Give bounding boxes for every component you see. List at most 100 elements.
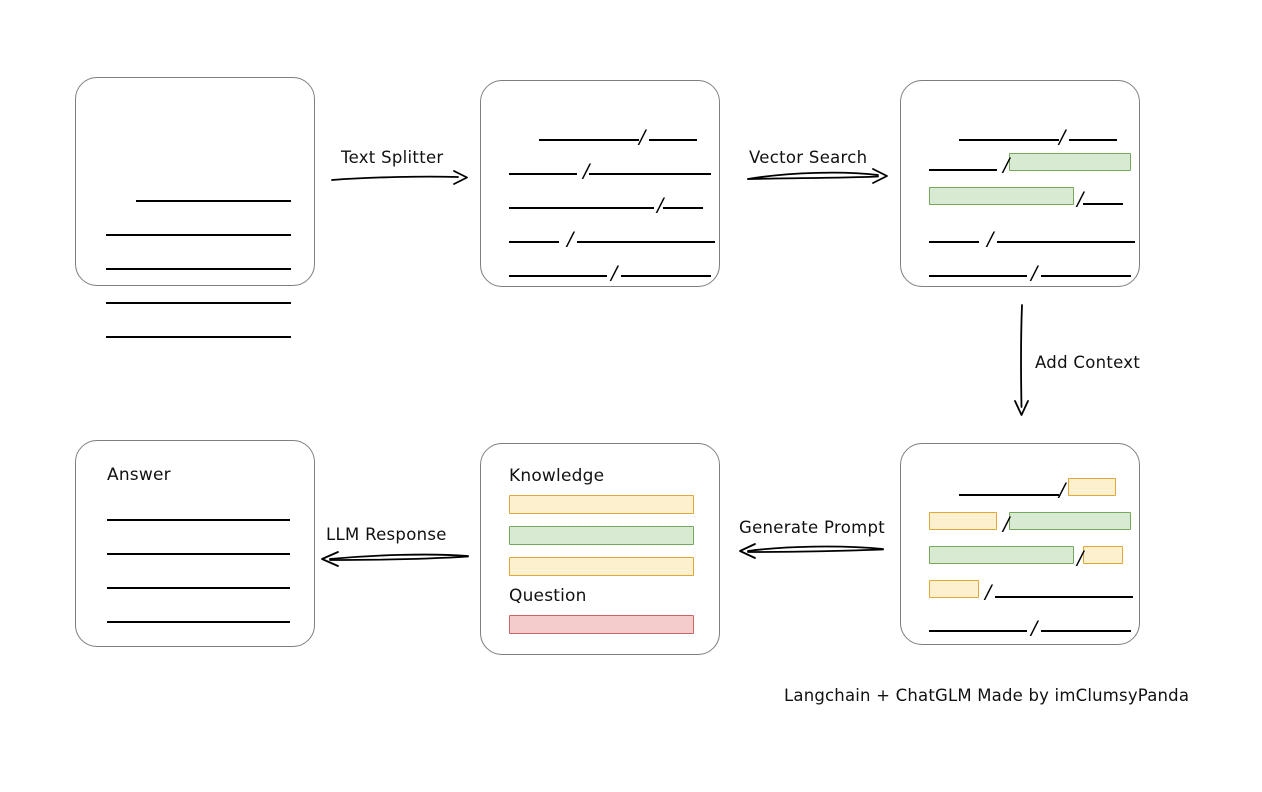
chunk-separator-slash: / — [1003, 513, 1010, 535]
knowledge-bar — [509, 557, 694, 576]
context-chunk-highlight — [1083, 546, 1124, 564]
text-line-row: / — [901, 149, 1139, 175]
chunk-separator-slash: / — [657, 194, 664, 216]
knowledge-bar — [509, 495, 694, 514]
text-line-segment — [577, 241, 716, 243]
text-line-segment — [1041, 275, 1132, 277]
text-line-segment — [106, 302, 291, 304]
arrow-vector-search — [747, 168, 888, 184]
chunk-separator-slash: / — [1077, 188, 1084, 210]
text-line-row — [76, 218, 314, 236]
arrow-llm-response — [321, 551, 469, 567]
matched-chunk-highlight — [929, 187, 1074, 205]
text-line-segment — [509, 207, 654, 209]
chunk-separator-slash: / — [1031, 262, 1038, 284]
chunk-separator-slash: / — [985, 581, 992, 603]
context-added-lines: / / / / — [901, 444, 1139, 644]
split-chunks-lines: / / / / — [481, 81, 719, 286]
knowledge-bar — [509, 526, 694, 545]
text-line-row: / — [901, 542, 1139, 568]
text-line-segment — [509, 241, 559, 243]
matched-chunk-highlight — [1009, 153, 1132, 171]
footer-attribution: Langchain + ChatGLM Made by imClumsyPand… — [784, 686, 1190, 705]
answer-line — [107, 621, 290, 623]
arrow-label-llm-response: LLM Response — [326, 525, 447, 544]
card-prompt[interactable]: Knowledge Question — [480, 443, 720, 655]
text-line-segment — [995, 596, 1134, 598]
arrow-add-context — [1014, 304, 1029, 416]
text-line-row: / — [481, 191, 719, 216]
text-line-segment — [509, 275, 607, 277]
arrow-label-vector-search: Vector Search — [749, 148, 868, 167]
text-line-segment — [929, 169, 997, 171]
context-chunk-highlight — [929, 580, 979, 598]
text-line-segment — [106, 234, 291, 236]
text-line-segment — [1069, 139, 1118, 141]
prompt-contents: Knowledge Question — [481, 444, 719, 654]
text-line-row: / — [901, 576, 1139, 602]
text-line-row — [76, 286, 314, 304]
text-line-row: / — [481, 157, 719, 182]
text-line-segment — [929, 275, 1027, 277]
text-line-row: / — [901, 508, 1139, 534]
card-context-added[interactable]: / / / / — [900, 443, 1140, 645]
text-line-row: / — [901, 474, 1139, 500]
text-line-segment — [539, 139, 639, 141]
source-document-lines — [76, 78, 314, 338]
vector-matches-lines: / / / / — [901, 81, 1139, 286]
answer-contents: Answer — [76, 441, 314, 646]
text-line-row: / — [481, 123, 719, 148]
text-line-segment — [509, 173, 577, 175]
card-split-chunks[interactable]: / / / / — [480, 80, 720, 287]
text-line-row — [76, 252, 314, 270]
text-line-row: / — [901, 123, 1139, 148]
context-chunk-highlight — [929, 512, 997, 530]
question-label: Question — [509, 586, 587, 606]
text-line-segment — [106, 336, 291, 338]
answer-line — [107, 587, 290, 589]
text-line-row: / — [481, 225, 719, 249]
text-line-segment — [959, 139, 1059, 141]
text-line-segment — [649, 139, 698, 141]
chunk-separator-slash: / — [1003, 154, 1010, 176]
text-line-row: / — [901, 259, 1139, 284]
text-line-row: / — [901, 183, 1139, 209]
knowledge-label: Knowledge — [509, 466, 605, 486]
text-line-segment — [929, 630, 1027, 632]
text-line-row: / — [481, 259, 719, 284]
text-line-row — [76, 184, 314, 202]
text-line-row: / — [901, 225, 1139, 250]
chunk-separator-slash: / — [1059, 479, 1066, 501]
answer-line — [107, 553, 290, 555]
card-answer[interactable]: Answer — [75, 440, 315, 647]
text-line-segment — [997, 241, 1136, 243]
question-bar — [509, 615, 694, 634]
text-line-segment — [621, 275, 712, 277]
arrow-label-text-splitter: Text Splitter — [341, 148, 444, 167]
text-line-row: / — [901, 614, 1139, 638]
answer-title: Answer — [107, 465, 171, 485]
text-line-segment — [1083, 203, 1124, 205]
matched-chunk-highlight — [1009, 512, 1132, 530]
text-line-segment — [106, 268, 291, 270]
chunk-separator-slash: / — [1059, 126, 1066, 148]
text-line-segment — [929, 241, 979, 243]
matched-chunk-highlight — [929, 546, 1074, 564]
text-line-segment — [959, 494, 1059, 496]
card-source-document[interactable] — [75, 77, 315, 338]
text-line-row — [76, 320, 314, 338]
card-vector-matches[interactable]: / / / / — [900, 80, 1140, 287]
arrow-generate-prompt — [739, 543, 884, 559]
text-line-segment — [663, 207, 704, 209]
context-chunk-highlight — [1068, 478, 1117, 496]
arrow-text-splitter — [331, 170, 468, 185]
chunk-separator-slash: / — [987, 228, 994, 250]
chunk-separator-slash: / — [583, 160, 590, 182]
answer-line — [107, 519, 290, 521]
text-line-segment — [1041, 630, 1132, 632]
text-line-segment — [589, 173, 712, 175]
chunk-separator-slash: / — [639, 126, 646, 148]
arrow-label-add-context: Add Context — [1035, 353, 1141, 372]
chunk-separator-slash: / — [611, 262, 618, 284]
